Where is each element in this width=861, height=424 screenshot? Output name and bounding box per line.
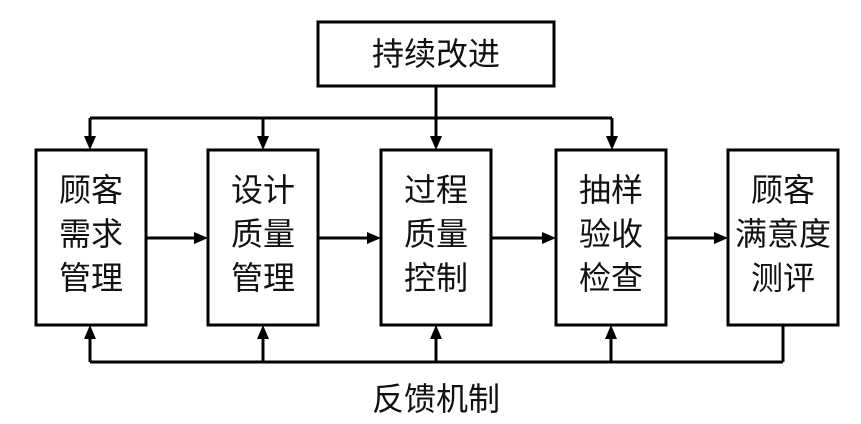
box-line: 质量 — [231, 215, 295, 253]
box-line: 满意度 — [735, 215, 831, 253]
box-line: 质量 — [404, 215, 468, 253]
continuous-improvement-box: 持续改进 — [316, 20, 556, 88]
box-line: 设计 — [231, 171, 295, 209]
process-box-design-quality: 设计 质量 管理 — [206, 148, 320, 327]
process-box-customer-needs: 顾客 需求 管理 — [34, 148, 148, 327]
box-line: 需求 — [59, 215, 123, 253]
box-line: 抽样 — [579, 171, 643, 209]
box-line: 管理 — [59, 259, 123, 297]
feedback-connectors — [84, 325, 785, 364]
process-box-sampling-inspection: 抽样 验收 检查 — [554, 148, 668, 327]
box-line: 检查 — [579, 259, 643, 297]
feedback-mechanism-label: 反馈机制 — [372, 380, 500, 418]
process-box-process-quality: 过程 质量 控制 — [379, 148, 493, 327]
box-line: 管理 — [231, 259, 295, 297]
flow-arrows — [146, 232, 728, 244]
process-box-customer-satisfaction: 顾客 满意度 测评 — [726, 148, 840, 327]
box-line: 顾客 — [751, 171, 815, 209]
box-line: 验收 — [579, 215, 643, 253]
improvement-connectors — [84, 86, 618, 150]
box-line: 控制 — [404, 259, 468, 297]
box-line: 顾客 — [59, 171, 123, 209]
box-line: 过程 — [404, 171, 468, 209]
continuous-improvement-label: 持续改进 — [372, 35, 500, 73]
box-line: 测评 — [751, 259, 815, 297]
